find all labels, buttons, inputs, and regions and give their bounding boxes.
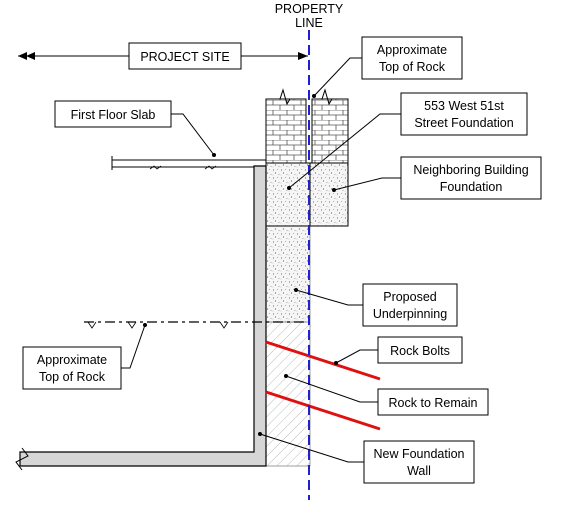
new-foundation-wall-callout: New Foundation Wall [258, 432, 475, 484]
west-51st-brick-wall [265, 98, 307, 164]
rock-to-remain-callout: Rock to Remain [284, 374, 489, 416]
rock-bolt-upper [265, 340, 381, 381]
proposed-underpinning-zone [265, 225, 311, 323]
rock-bolts-label: Rock Bolts [390, 344, 450, 358]
rock-bolts-callout: Rock Bolts [334, 336, 463, 365]
top-of-rock-line [84, 321, 310, 329]
neighboring-label-1: Neighboring Building [413, 163, 528, 177]
rock-bolt-lower [265, 390, 381, 431]
first-floor-slab-label: First Floor Slab [71, 108, 156, 122]
project-site-dimension: PROJECT SITE [18, 42, 308, 70]
proposed-underpinning-callout: Proposed Underpinning [294, 283, 458, 327]
neighboring-brick-wall [311, 98, 349, 164]
neighboring-label-2: Foundation [440, 180, 503, 194]
west-51st-label-1: 553 West 51st [424, 99, 504, 113]
new-foundation-wall-label-2: Wall [407, 464, 431, 478]
top-of-rock-upper-label-1: Approximate [377, 43, 447, 57]
property-line-label: PROPERTY [275, 2, 344, 16]
underpinning-label-2: Underpinning [373, 307, 447, 321]
top-of-rock-lower-callout: Approximate Top of Rock [22, 323, 147, 390]
rock-to-remain-label: Rock to Remain [389, 396, 478, 410]
top-of-rock-lower-label-1: Approximate [37, 353, 107, 367]
first-floor-slab-callout: First Floor Slab [54, 100, 216, 157]
new-foundation-wall [19, 165, 267, 467]
west-51st-foundation-callout: 553 West 51st Street Foundation [287, 92, 528, 190]
neighboring-foundation-callout: Neighboring Building Foundation [332, 156, 542, 200]
top-of-rock-upper-callout: Approximate Top of Rock [312, 36, 463, 98]
project-site-label: PROJECT SITE [140, 50, 229, 64]
new-foundation-wall-label-1: New Foundation [373, 447, 464, 461]
neighboring-foundation-footing [309, 162, 349, 227]
first-floor-slab [111, 156, 267, 170]
top-of-rock-lower-label-2: Top of Rock [39, 370, 106, 384]
top-of-rock-upper-label-2: Top of Rock [379, 60, 446, 74]
underpinning-label-1: Proposed [383, 290, 437, 304]
west-51st-label-2: Street Foundation [414, 116, 513, 130]
property-line-label-2: LINE [295, 16, 323, 30]
west-51st-foundation-footing [265, 162, 311, 227]
